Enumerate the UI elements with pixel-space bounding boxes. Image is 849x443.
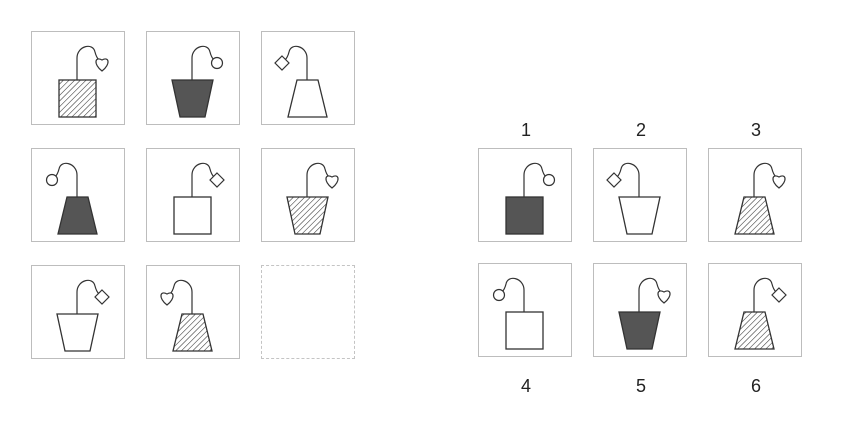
option-label-6: 6	[750, 376, 761, 396]
body-trapezoid-hatched	[172, 313, 213, 352]
tea-bag-figure	[505, 162, 556, 235]
body-cup-none	[56, 313, 99, 352]
tea-bag-figure	[45, 162, 98, 235]
grid-cell-3	[261, 31, 355, 125]
tip-diamond	[606, 172, 622, 188]
string	[284, 45, 308, 80]
tea-bag-figure	[173, 162, 225, 235]
string	[191, 162, 215, 197]
tea-bag-figure	[492, 277, 544, 350]
tip-heart	[160, 292, 174, 306]
option-1[interactable]	[478, 148, 572, 242]
string	[76, 279, 100, 314]
body-cup-none	[618, 196, 661, 235]
tip-heart	[95, 58, 109, 72]
grid-cell-7	[31, 265, 125, 359]
body-trapezoid-hatched	[734, 196, 775, 235]
option-3[interactable]	[708, 148, 802, 242]
tip-heart	[657, 290, 671, 304]
body-trapezoid-hatched	[734, 311, 775, 350]
tip-circle	[45, 173, 59, 187]
option-5[interactable]	[593, 263, 687, 357]
body-cup-solid	[618, 311, 661, 350]
string	[501, 277, 525, 312]
grid-cell-8	[146, 265, 240, 359]
tea-bag-figure	[274, 45, 328, 118]
option-6[interactable]	[708, 263, 802, 357]
tea-bag-figure	[618, 277, 671, 350]
body-cup-solid	[171, 79, 214, 118]
tip-heart	[325, 175, 339, 189]
option-2[interactable]	[593, 148, 687, 242]
string	[54, 162, 78, 197]
tip-diamond	[209, 172, 225, 188]
body-square-none	[505, 311, 544, 350]
tip-diamond	[771, 287, 787, 303]
tip-heart	[772, 175, 786, 189]
tea-bag-figure	[171, 45, 224, 118]
option-label-4: 4	[520, 376, 531, 396]
string	[523, 162, 547, 197]
body-cup-hatched	[286, 196, 329, 235]
tea-bag-figure	[606, 162, 661, 235]
tip-diamond	[94, 289, 110, 305]
string	[76, 45, 100, 80]
option-label-3: 3	[750, 120, 761, 140]
tea-bag-figure	[286, 162, 339, 235]
body-trapezoid-none	[287, 79, 328, 118]
option-label-5: 5	[635, 376, 646, 396]
tea-bag-figure	[58, 45, 109, 118]
grid-cell-4	[31, 148, 125, 242]
option-label-2: 2	[635, 120, 646, 140]
grid-cell-5	[146, 148, 240, 242]
string	[306, 162, 330, 197]
tea-bag-figure	[262, 266, 353, 357]
tip-circle	[210, 56, 224, 70]
string	[638, 277, 662, 312]
missing-cell[interactable]	[261, 265, 355, 359]
string	[616, 162, 640, 197]
tea-bag-figure	[160, 279, 213, 352]
string	[753, 277, 777, 312]
option-label-1: 1	[520, 120, 531, 140]
body-square-solid	[505, 196, 544, 235]
tip-circle	[542, 173, 556, 187]
grid-cell-1	[31, 31, 125, 125]
body-square-hatched	[58, 79, 97, 118]
string	[753, 162, 777, 197]
body-square-none	[173, 196, 212, 235]
tip-diamond	[274, 55, 290, 71]
tip-circle	[492, 288, 506, 302]
body-trapezoid-solid	[57, 196, 98, 235]
string	[169, 279, 193, 314]
option-4[interactable]	[478, 263, 572, 357]
tea-bag-figure	[734, 277, 787, 350]
grid-cell-6	[261, 148, 355, 242]
grid-cell-2	[146, 31, 240, 125]
tea-bag-figure	[56, 279, 110, 352]
tea-bag-figure	[734, 162, 786, 235]
string	[191, 45, 215, 80]
